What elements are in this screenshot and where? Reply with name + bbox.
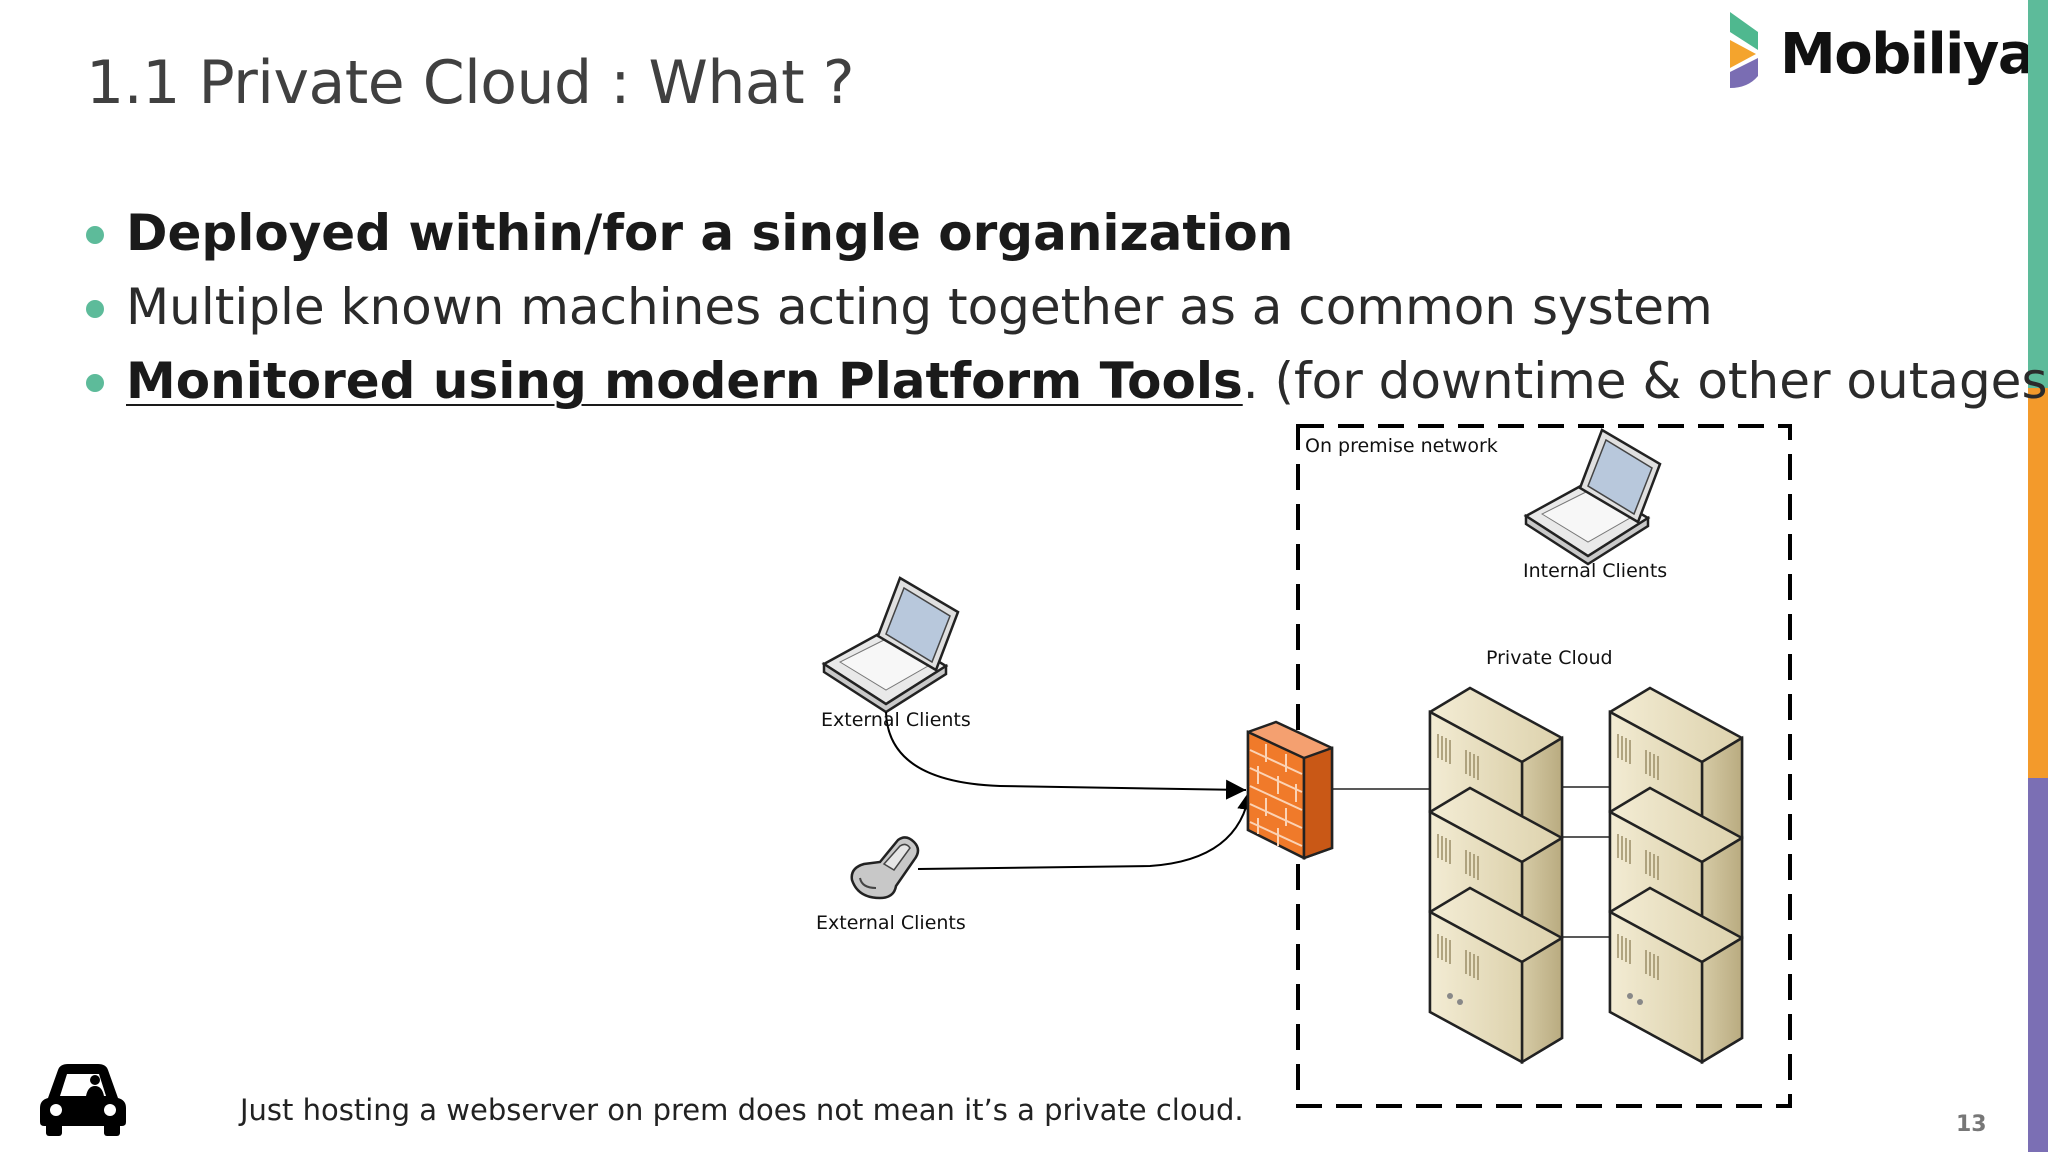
page-number: 13 bbox=[1956, 1112, 1987, 1137]
connector-laptop-to-firewall bbox=[885, 711, 1247, 800]
logo-text: Mobiliya bbox=[1780, 22, 2036, 87]
bullet-text: Multiple known machines acting together … bbox=[126, 278, 1713, 336]
phone-icon bbox=[850, 836, 920, 900]
external-clients-phone-label: External Clients bbox=[816, 912, 966, 934]
bullet-list: Deployed within/for a single organizatio… bbox=[86, 198, 2048, 420]
laptop-icon bbox=[1524, 428, 1662, 566]
accent-bar-green bbox=[2028, 0, 2048, 388]
footnote: Just hosting a webserver on prem does no… bbox=[240, 1093, 1244, 1127]
laptop-icon bbox=[822, 576, 960, 714]
bullet-item: Deployed within/for a single organizatio… bbox=[86, 198, 1986, 272]
bullet-dot bbox=[86, 226, 104, 244]
bullet-item: Multiple known machines acting together … bbox=[86, 272, 1986, 346]
bullet-link-text: Monitored using modern Platform Tools bbox=[126, 352, 1243, 410]
bullet-dot bbox=[86, 300, 104, 318]
private-cloud-label: Private Cloud bbox=[1486, 647, 1613, 669]
accent-bar-purple bbox=[2028, 778, 2048, 1152]
internal-clients-label: Internal Clients bbox=[1523, 560, 1668, 582]
server-icon bbox=[1608, 886, 1744, 1064]
firewall-icon bbox=[1246, 720, 1334, 861]
accent-bar-orange bbox=[2028, 388, 2048, 778]
bullet-item: Monitored using modern Platform Tools. (… bbox=[86, 346, 2048, 420]
bullet-text: . (for downtime & other outages) bbox=[1242, 352, 2048, 410]
slide-title: 1.1 Private Cloud : What ? bbox=[86, 48, 855, 118]
connector-phone-to-firewall bbox=[917, 789, 1258, 870]
server-icon bbox=[1428, 886, 1564, 1064]
bullet-dot bbox=[86, 374, 104, 392]
external-clients-laptop-label: External Clients bbox=[821, 709, 971, 731]
car-icon bbox=[40, 1064, 126, 1136]
bullet-text: Deployed within/for a single organizatio… bbox=[126, 204, 1294, 262]
network-label: On premise network bbox=[1305, 435, 1498, 457]
mobiliya-logo-icon bbox=[1730, 12, 1758, 88]
